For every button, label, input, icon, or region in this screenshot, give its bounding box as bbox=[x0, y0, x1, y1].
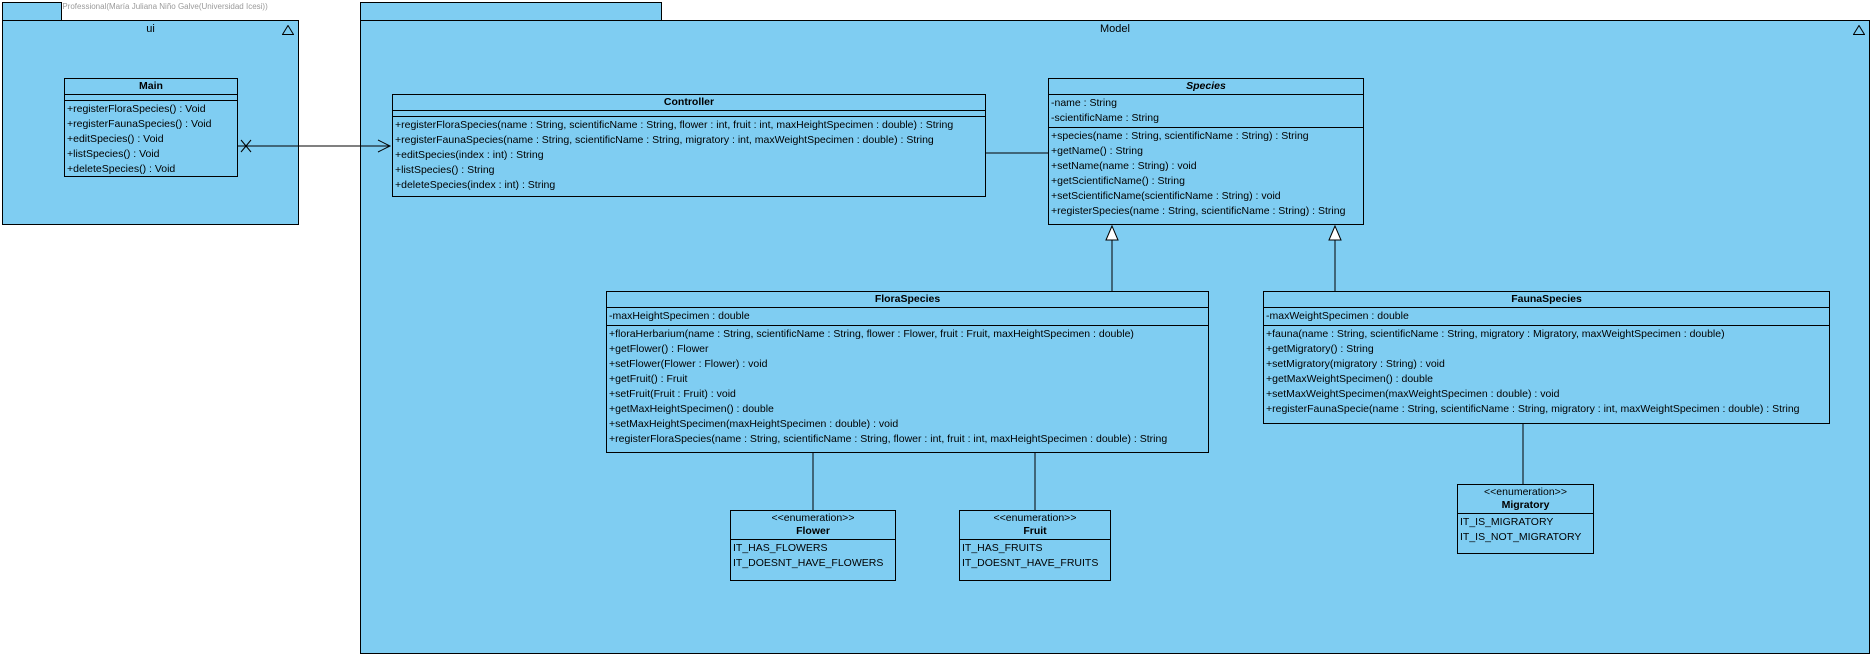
operation: +registerFloraSpecies() : Void bbox=[67, 103, 206, 115]
enum-fruit-literals: IT_HAS_FRUITS IT_DOESNT_HAVE_FRUITS bbox=[960, 540, 1110, 572]
operation: +editSpecies() : Void bbox=[67, 133, 164, 145]
class-flora-species[interactable]: FloraSpecies -maxHeightSpecimen : double… bbox=[606, 291, 1209, 453]
operation: +species(name : String, scientificName :… bbox=[1051, 130, 1309, 142]
enum-fruit-stereotype: <<enumeration>> bbox=[993, 512, 1077, 524]
enum-migratory[interactable]: <<enumeration>> Migratory IT_IS_MIGRATOR… bbox=[1457, 484, 1594, 554]
attribute: -maxWeightSpecimen : double bbox=[1266, 310, 1409, 322]
generalization-flora-species[interactable] bbox=[1105, 224, 1119, 291]
enum-literal: IT_HAS_FRUITS bbox=[962, 542, 1043, 554]
class-main-attributes bbox=[65, 95, 237, 101]
operation: +deleteSpecies(index : int) : String bbox=[395, 179, 556, 191]
operation: +registerFloraSpecies(name : String, sci… bbox=[609, 433, 1168, 445]
operation: +registerFaunaSpecies() : Void bbox=[67, 118, 212, 130]
enum-literal: IT_IS_NOT_MIGRATORY bbox=[1460, 531, 1582, 543]
operation: +floraHerbarium(name : String, scientifi… bbox=[609, 328, 1134, 340]
class-fauna-species-operations: +fauna(name : String, scientificName : S… bbox=[1264, 326, 1829, 418]
attribute: -maxHeightSpecimen : double bbox=[609, 310, 750, 322]
class-main-name: Main bbox=[65, 79, 237, 95]
class-controller-name: Controller bbox=[393, 95, 985, 111]
class-flora-species-attributes: -maxHeightSpecimen : double bbox=[607, 308, 1208, 326]
enum-literal: IT_IS_MIGRATORY bbox=[1460, 516, 1554, 528]
package-triangle-icon bbox=[1853, 25, 1865, 35]
class-species-operations: +species(name : String, scientificName :… bbox=[1049, 128, 1363, 220]
class-controller-attributes bbox=[393, 111, 985, 117]
operation: +setName(name : String) : void bbox=[1051, 160, 1197, 172]
operation: +registerFaunaSpecie(name : String, scie… bbox=[1266, 403, 1800, 415]
enum-flower-header: <<enumeration>> Flower bbox=[731, 511, 895, 540]
class-species[interactable]: Species -name : String -scientificName :… bbox=[1048, 78, 1364, 225]
class-fauna-species-name: FaunaSpecies bbox=[1264, 292, 1829, 308]
operation: +getFlower() : Flower bbox=[609, 343, 709, 355]
watermark-text: Visual Paradigm Professional(María Julia… bbox=[2, 2, 268, 11]
class-flora-species-operations: +floraHerbarium(name : String, scientifi… bbox=[607, 326, 1208, 448]
enum-fruit-header: <<enumeration>> Fruit bbox=[960, 511, 1110, 540]
operation: +registerSpecies(name : String, scientif… bbox=[1051, 205, 1346, 217]
enum-fruit-name: Fruit bbox=[1023, 525, 1047, 537]
enum-flower-stereotype: <<enumeration>> bbox=[771, 512, 855, 524]
operation: +getMaxWeightSpecimen() : double bbox=[1266, 373, 1434, 385]
enum-migratory-header: <<enumeration>> Migratory bbox=[1458, 485, 1593, 514]
package-triangle-icon bbox=[282, 25, 294, 35]
enum-literal: IT_DOESNT_HAVE_FLOWERS bbox=[733, 557, 884, 569]
generalization-fauna-species[interactable] bbox=[1328, 224, 1342, 291]
operation: +getMigratory() : String bbox=[1266, 343, 1374, 355]
association-main-controller[interactable] bbox=[238, 139, 392, 153]
enum-migratory-name: Migratory bbox=[1501, 499, 1550, 511]
model-package-name: Model bbox=[1100, 23, 1130, 35]
operation: +setMigratory(migratory : String) : void bbox=[1266, 358, 1445, 370]
class-main[interactable]: Main +registerFloraSpecies() : Void +reg… bbox=[64, 78, 238, 177]
class-species-name: Species bbox=[1049, 79, 1363, 95]
enum-flower[interactable]: <<enumeration>> Flower IT_HAS_FLOWERS IT… bbox=[730, 510, 896, 581]
class-flora-species-name: FloraSpecies bbox=[607, 292, 1208, 308]
operation: +setMaxWeightSpecimen(maxWeightSpecimen … bbox=[1266, 388, 1560, 400]
attribute: -name : String bbox=[1051, 97, 1117, 109]
operation: +getMaxHeightSpecimen() : double bbox=[609, 403, 774, 415]
operation: +listSpecies() : String bbox=[395, 164, 495, 176]
attribute: -scientificName : String bbox=[1051, 112, 1159, 124]
enum-fruit[interactable]: <<enumeration>> Fruit IT_HAS_FRUITS IT_D… bbox=[959, 510, 1111, 581]
enum-migratory-literals: IT_IS_MIGRATORY IT_IS_NOT_MIGRATORY bbox=[1458, 514, 1593, 546]
class-fauna-species-attributes: -maxWeightSpecimen : double bbox=[1264, 308, 1829, 326]
operation: +listSpecies() : Void bbox=[67, 148, 160, 160]
class-fauna-species[interactable]: FaunaSpecies -maxWeightSpecimen : double… bbox=[1263, 291, 1830, 424]
ui-package-name: ui bbox=[146, 23, 155, 35]
enum-flower-literals: IT_HAS_FLOWERS IT_DOESNT_HAVE_FLOWERS bbox=[731, 540, 895, 572]
class-controller-operations: +registerFloraSpecies(name : String, sci… bbox=[393, 117, 985, 194]
enum-literal: IT_HAS_FLOWERS bbox=[733, 542, 828, 554]
operation: +setFruit(Fruit : Fruit) : void bbox=[609, 388, 736, 400]
operation: +editSpecies(index : int) : String bbox=[395, 149, 544, 161]
operation: +setFlower(Flower : Flower) : void bbox=[609, 358, 768, 370]
operation: +setMaxHeightSpecimen(maxHeightSpecimen … bbox=[609, 418, 899, 430]
operation: +registerFaunaSpecies(name : String, sci… bbox=[395, 134, 934, 146]
class-controller[interactable]: Controller +registerFloraSpecies(name : … bbox=[392, 94, 986, 197]
operation: +registerFloraSpecies(name : String, sci… bbox=[395, 119, 954, 131]
operation: +fauna(name : String, scientificName : S… bbox=[1266, 328, 1725, 340]
class-main-operations: +registerFloraSpecies() : Void +register… bbox=[65, 101, 237, 178]
enum-flower-name: Flower bbox=[796, 525, 830, 537]
enum-literal: IT_DOESNT_HAVE_FRUITS bbox=[962, 557, 1099, 569]
operation: +getScientificName() : String bbox=[1051, 175, 1185, 187]
operation: +setScientificName(scientificName : Stri… bbox=[1051, 190, 1281, 202]
class-species-attributes: -name : String -scientificName : String bbox=[1049, 95, 1363, 128]
operation: +deleteSpecies() : Void bbox=[67, 163, 176, 175]
operation: +getFruit() : Fruit bbox=[609, 373, 688, 385]
enum-migratory-stereotype: <<enumeration>> bbox=[1484, 486, 1567, 498]
operation: +getName() : String bbox=[1051, 145, 1143, 157]
